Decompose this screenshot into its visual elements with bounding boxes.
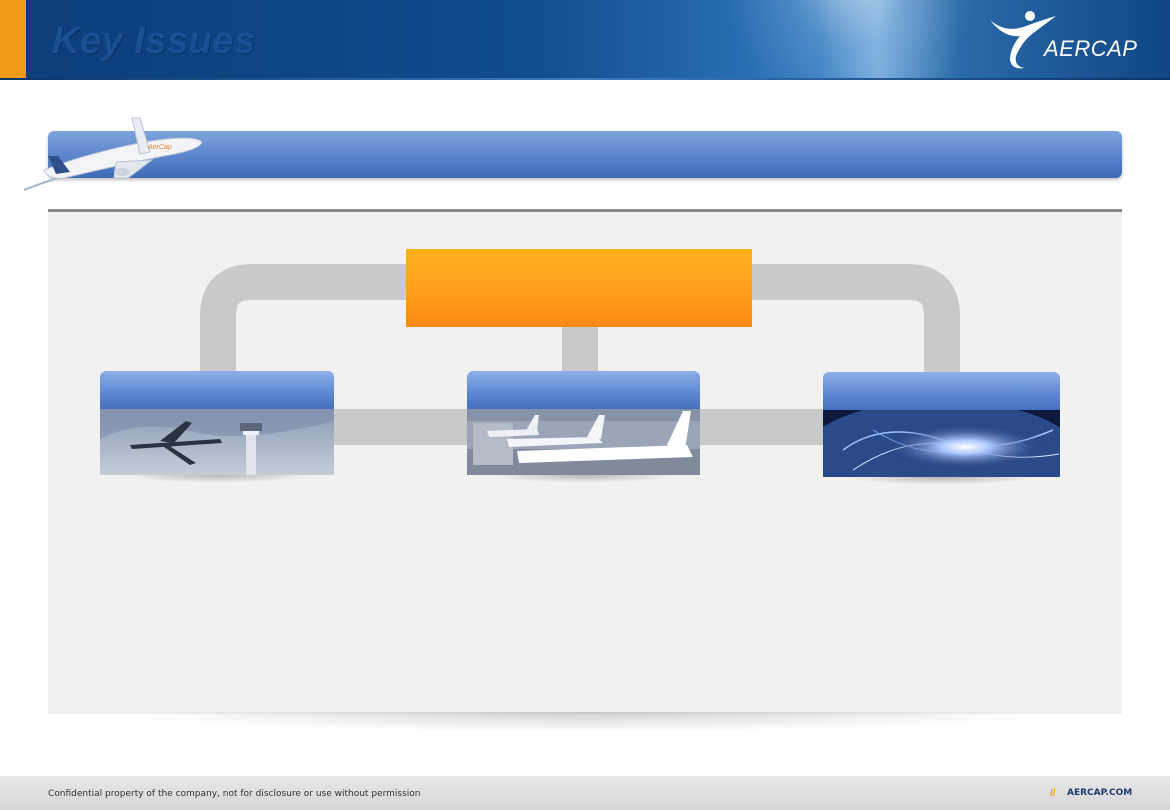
content-panel-shadow xyxy=(120,712,1050,732)
header-accent-bar xyxy=(0,0,26,80)
header-light-rays xyxy=(720,0,980,80)
issue-card-3 xyxy=(823,372,1060,485)
issue-card-1 xyxy=(100,371,334,483)
card-shadow xyxy=(490,475,677,483)
issue-card-2 xyxy=(467,371,700,483)
card-shadow xyxy=(846,477,1037,485)
card-header xyxy=(823,372,1060,410)
confidential-notice: Confidential property of the company, no… xyxy=(48,789,421,799)
footer-slash-mark: // xyxy=(1050,788,1056,799)
content-divider xyxy=(48,209,1122,212)
section-title-bar xyxy=(48,131,1122,178)
page-title: Key Issues xyxy=(52,20,256,62)
footer-bar xyxy=(0,776,1170,810)
header-underline xyxy=(0,78,1170,80)
aercap-logo xyxy=(990,11,1056,69)
airplane-takeoff-photo xyxy=(100,409,334,475)
svg-text:AerCap: AerCap xyxy=(147,144,172,151)
card-header xyxy=(467,371,700,409)
parked-aircraft-photo xyxy=(467,409,700,475)
central-issue-box xyxy=(406,249,752,327)
header-banner xyxy=(0,0,1170,80)
logo-wordmark: AERCAP xyxy=(1044,36,1138,61)
website-link[interactable]: AERCAP.COM xyxy=(1067,788,1133,798)
globe-network-photo xyxy=(823,410,1060,477)
card-shadow xyxy=(123,475,311,483)
aircraft-icon: AerCap xyxy=(24,117,203,191)
card-header xyxy=(100,371,334,409)
